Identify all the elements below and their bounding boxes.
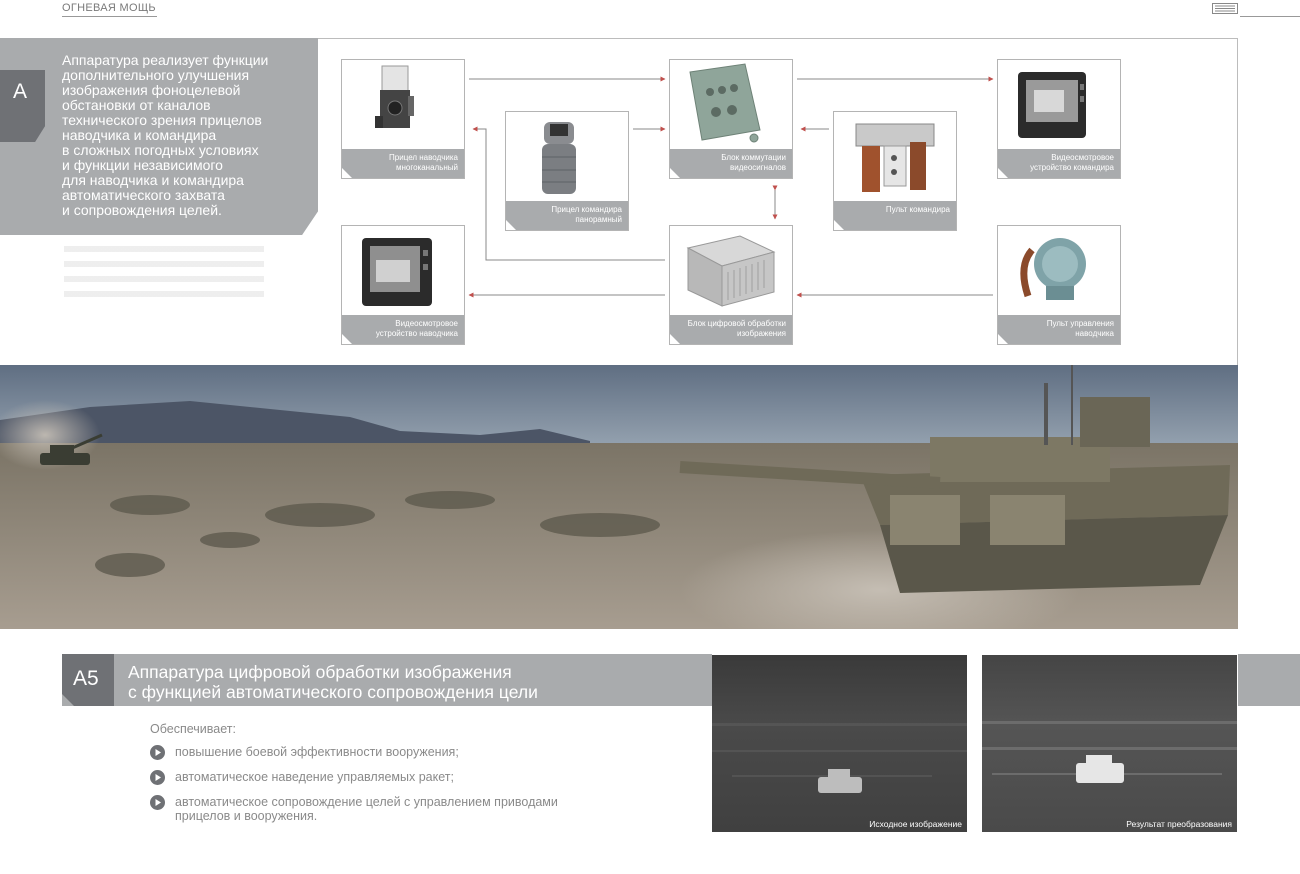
section-a5-title: Аппаратура цифровой обработки изображени… bbox=[128, 662, 538, 702]
section-tab-a-label: А bbox=[13, 80, 28, 103]
commander-monitor-icon bbox=[1018, 72, 1086, 138]
faded-background-text bbox=[64, 246, 264, 306]
play-bullet-icon bbox=[150, 770, 165, 785]
target-tank-enhanced-icon bbox=[1076, 755, 1124, 783]
intro-text: Аппаратура реализует функции дополнитель… bbox=[62, 52, 269, 218]
section-a5-bar bbox=[62, 654, 712, 706]
video-switch-unit-icon bbox=[689, 63, 761, 143]
thermal-original-picture bbox=[712, 655, 967, 832]
header-divider bbox=[62, 16, 157, 17]
thermal-result-image: Результат преобразования bbox=[982, 655, 1237, 832]
thermal-original-image: Исходное изображение bbox=[712, 655, 967, 832]
digital-processing-unit-icon bbox=[686, 235, 776, 307]
intro-box bbox=[0, 38, 318, 235]
caption-commander-panel: Пульт командира bbox=[834, 201, 956, 230]
section-tab-a bbox=[0, 70, 45, 142]
gunner-control-panel-icon bbox=[1020, 238, 1086, 300]
section-a5-bar-extension bbox=[1238, 654, 1300, 706]
provides-label: Обеспечивает: bbox=[150, 722, 236, 736]
header-title: ОГНЕВАЯ МОЩЬ bbox=[62, 2, 156, 14]
thermal-result-picture bbox=[982, 655, 1237, 832]
gunner-monitor-icon bbox=[362, 238, 432, 306]
commander-sight-icon bbox=[542, 122, 576, 194]
tank-battlefield-image bbox=[0, 365, 1238, 629]
play-bullet-icon bbox=[150, 745, 165, 760]
main-tank-icon bbox=[679, 365, 1230, 593]
caption-original: Исходное изображение bbox=[869, 819, 962, 829]
header-divider-right bbox=[1240, 16, 1300, 17]
box-commander-panel: Пульт командира bbox=[833, 111, 957, 231]
commander-panel-icon bbox=[855, 123, 935, 192]
gunner-sight-icon bbox=[375, 65, 414, 128]
target-tank-icon bbox=[818, 769, 862, 793]
section-tab-a5 bbox=[62, 654, 114, 706]
section-tab-a5-label: А5 bbox=[73, 667, 99, 690]
distant-tank-icon bbox=[40, 433, 103, 465]
caption-result: Результат преобразования bbox=[1126, 819, 1232, 829]
battlefield-photo bbox=[0, 365, 1238, 629]
brand-logo-icon bbox=[1212, 3, 1238, 14]
play-bullet-icon bbox=[150, 795, 165, 810]
